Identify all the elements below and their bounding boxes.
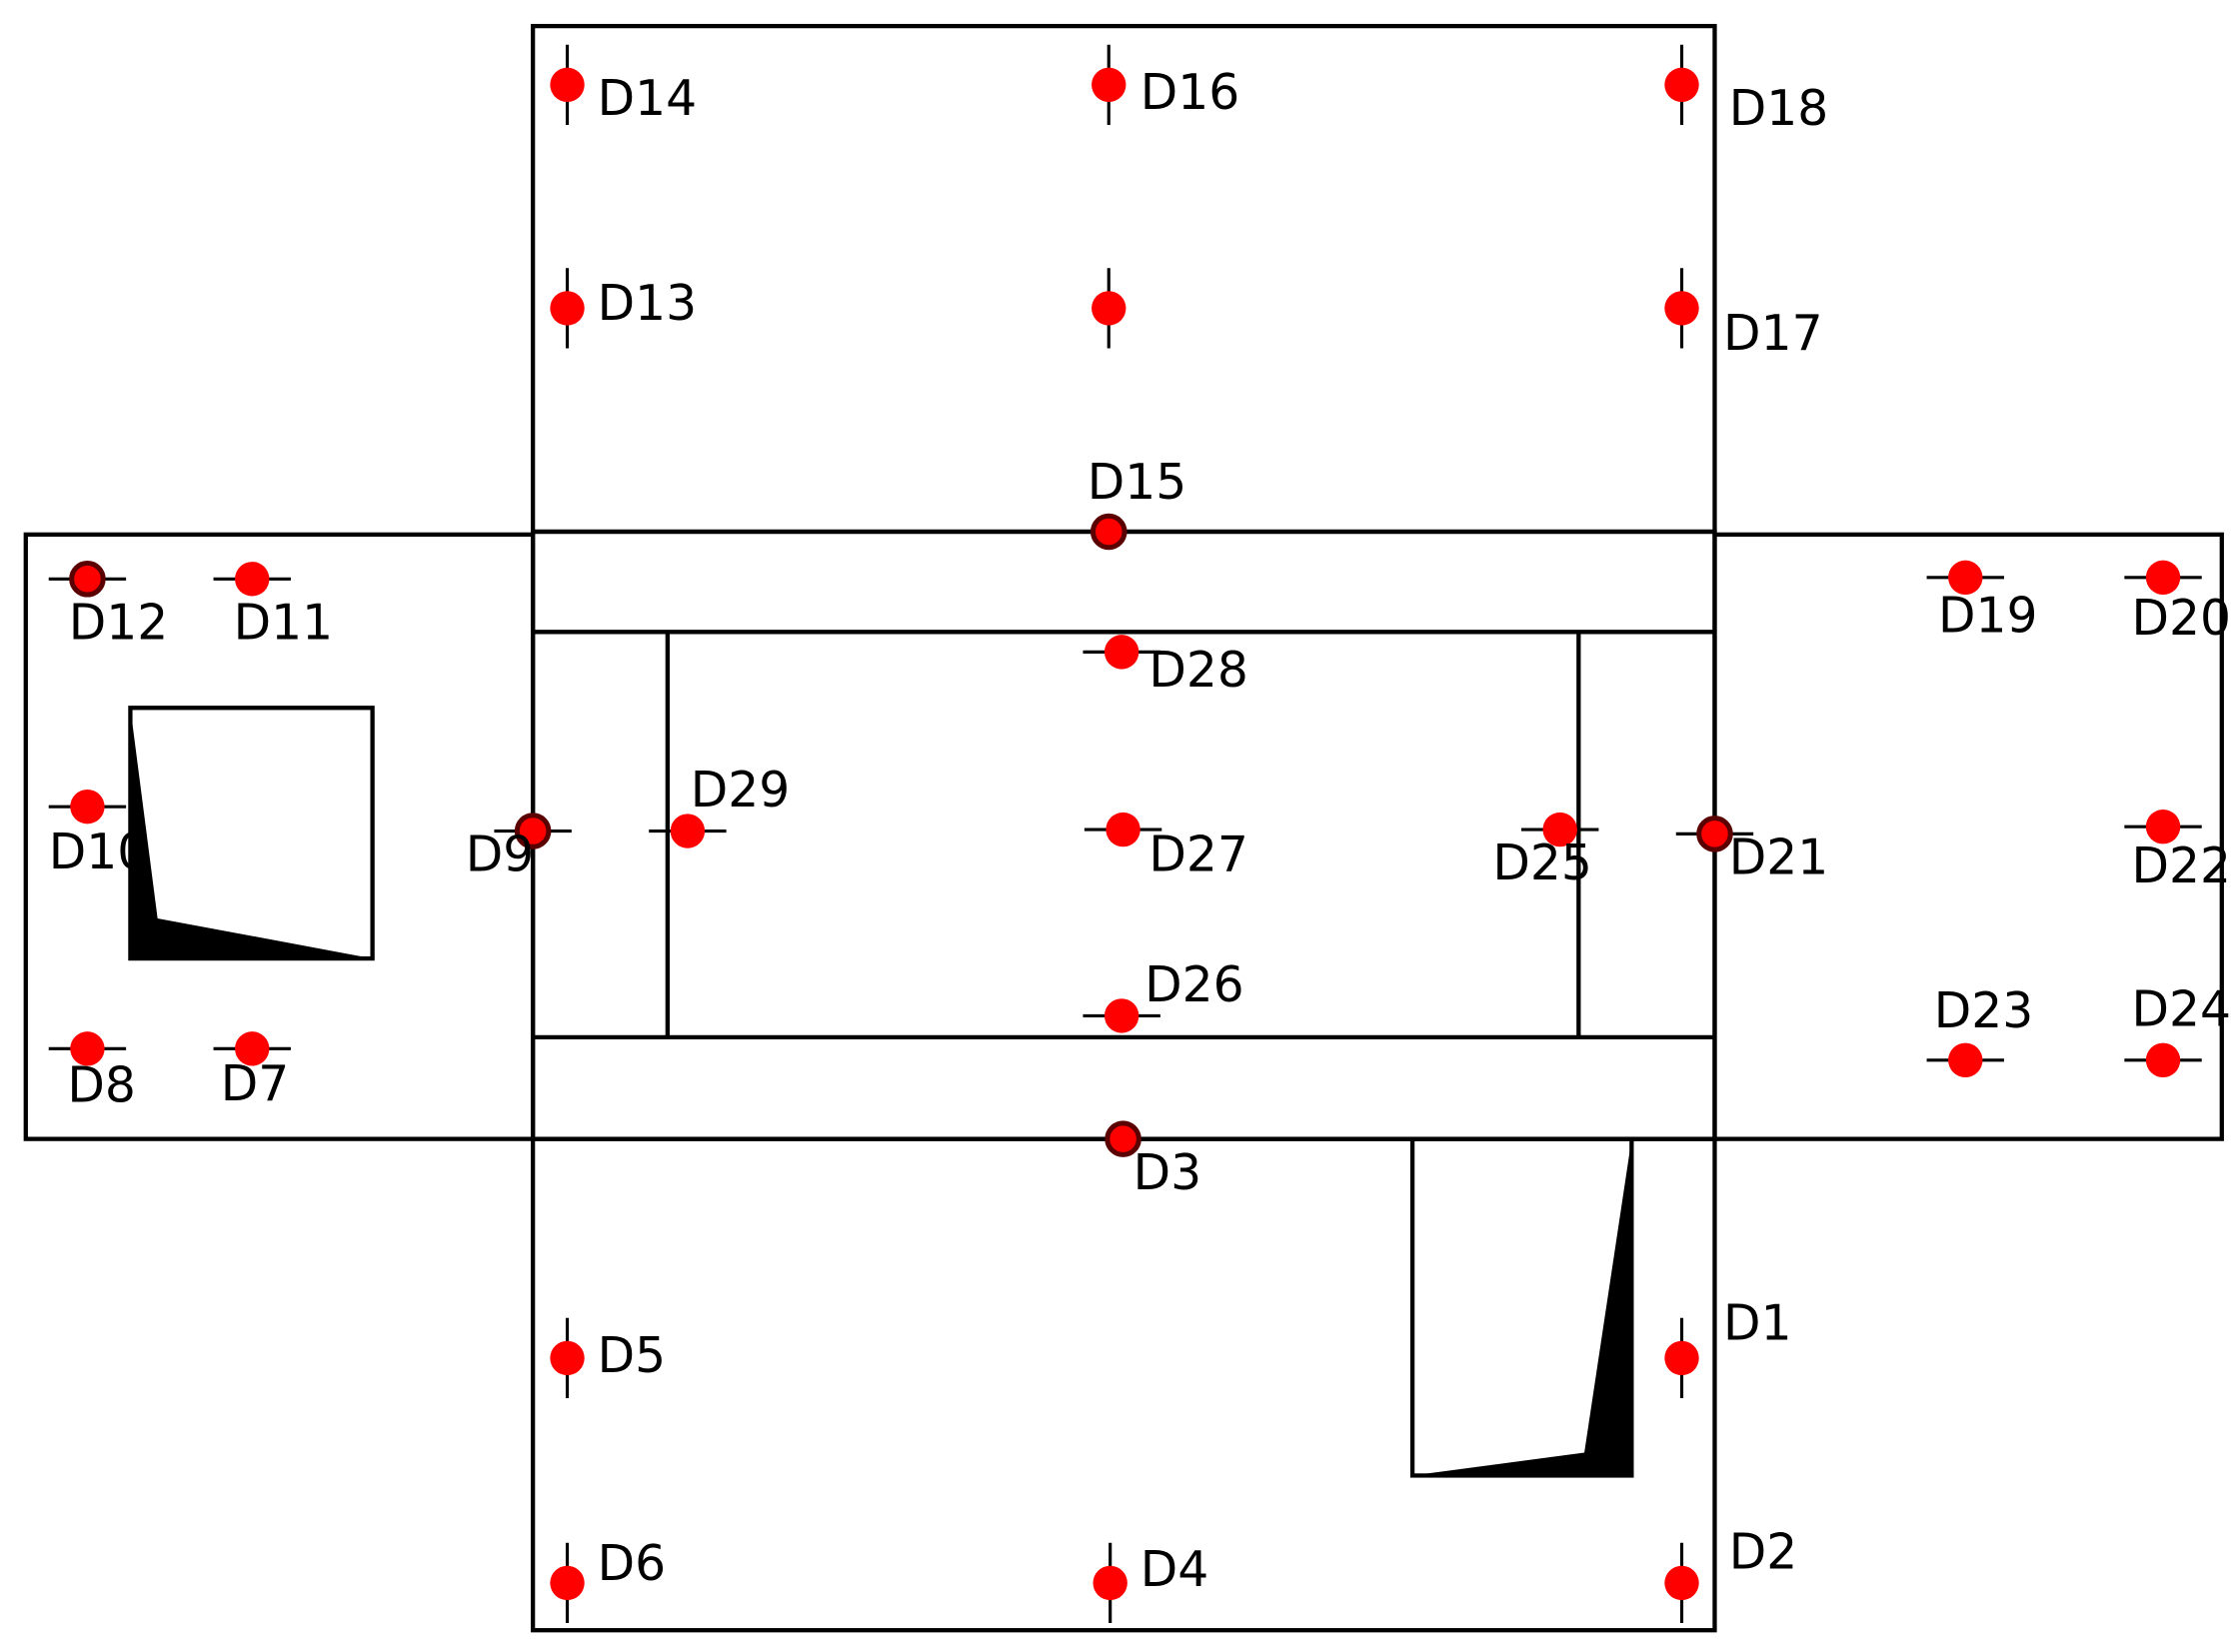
- sensor-label-d16: D16: [1140, 65, 1240, 121]
- bottom-door-leaf: [1412, 1138, 1632, 1476]
- sensor-d10: D10: [49, 789, 149, 880]
- sensor-label-d23: D23: [1934, 983, 2034, 1039]
- sensor-dot: [70, 789, 105, 825]
- sensor-d23: D23: [1926, 983, 2034, 1078]
- bottom-room: [530, 1136, 1717, 1633]
- sensor-label-d5: D5: [598, 1328, 667, 1384]
- sensor-dot: [1948, 560, 1983, 596]
- sensor-d3: D3: [1084, 1120, 1202, 1201]
- sensor-label-d2: D2: [1729, 1525, 1798, 1581]
- sensor-d27: D27: [1084, 812, 1248, 883]
- sensor-dot: [1948, 1042, 1983, 1078]
- sensor-dot: [670, 814, 706, 848]
- sensor-dot: [1092, 67, 1126, 103]
- sensor-dot: [550, 291, 585, 326]
- sensor-dot: [235, 562, 270, 597]
- sensor-d11: D11: [213, 562, 334, 651]
- sensor-d12: D12: [48, 561, 169, 651]
- sensor-d8: D8: [48, 1031, 136, 1113]
- sensor-d14: D14: [550, 44, 698, 127]
- sensor-label-d10: D10: [49, 825, 149, 880]
- sensor-label-d12: D12: [69, 595, 169, 651]
- sensor-label-d4: D4: [1140, 1542, 1209, 1598]
- sensor-d13: D13: [550, 268, 698, 349]
- sensor-d24: D24: [2124, 981, 2232, 1078]
- sensor-label-d22: D22: [2132, 838, 2232, 894]
- sensor-d4: D4: [1093, 1542, 1209, 1624]
- sensor-unlabeled: [1092, 268, 1126, 349]
- left-door-symbol: [128, 706, 375, 961]
- sensors-layer: D1D2D3D4D5D6D7D8D9D10D11D12D13D14D15D16D…: [48, 44, 2232, 1624]
- sensor-dot: [2145, 560, 2181, 596]
- sensor-label-d18: D18: [1729, 81, 1829, 137]
- sensor-d15: D15: [1070, 455, 1187, 551]
- sensor-dot: [1104, 998, 1139, 1033]
- sensor-label-d20: D20: [2132, 591, 2232, 647]
- sensor-label-d17: D17: [1723, 306, 1823, 362]
- sensor-label-d8: D8: [67, 1057, 136, 1113]
- sensor-label-d7: D7: [221, 1056, 290, 1112]
- sensor-dot: [1105, 1120, 1141, 1157]
- sensor-d22: D22: [2124, 810, 2231, 894]
- sensor-d17: D17: [1664, 268, 1823, 362]
- sensor-dot: [1664, 67, 1699, 103]
- sensor-dot: [550, 1565, 585, 1601]
- sensor-d21: D21: [1675, 816, 1829, 886]
- sensor-d16: D16: [1092, 44, 1240, 125]
- sensor-label-d11: D11: [234, 595, 334, 651]
- left-door-leaf: [130, 708, 373, 959]
- bottom-door-symbol: [1409, 1136, 1634, 1478]
- sensor-dot: [550, 67, 585, 103]
- sensor-dot: [1664, 1565, 1699, 1601]
- sensor-dot: [1104, 635, 1139, 670]
- sensor-d9: D9: [466, 813, 572, 883]
- sensor-label-d1: D1: [1723, 1295, 1792, 1351]
- sensor-label-d6: D6: [598, 1536, 667, 1592]
- sensor-d19: D19: [1926, 560, 2038, 644]
- sensor-dot: [1664, 291, 1699, 326]
- sensor-label-d3: D3: [1133, 1145, 1202, 1201]
- sensor-label-d28: D28: [1148, 643, 1248, 699]
- sensor-d7: D7: [213, 1031, 291, 1112]
- sensor-label-d27: D27: [1148, 827, 1248, 883]
- sensor-d18: D18: [1664, 44, 1829, 137]
- sensor-dot: [1092, 291, 1126, 326]
- sensor-label-d19: D19: [1938, 588, 2038, 644]
- sensor-d1: D1: [1664, 1295, 1792, 1399]
- sensor-label-d9: D9: [466, 827, 535, 883]
- sensor-dot: [514, 813, 552, 849]
- sensor-dot: [1093, 1565, 1127, 1601]
- sensor-dot: [69, 561, 106, 598]
- sensor-dot: [235, 1031, 270, 1066]
- sensor-dot: [70, 1031, 105, 1066]
- sensor-d29: D29: [649, 763, 790, 848]
- sensor-label-d24: D24: [2132, 981, 2232, 1037]
- sensor-dot: [2145, 810, 2181, 844]
- sensor-label-d29: D29: [691, 763, 791, 819]
- sensor-d25: D25: [1492, 812, 1599, 891]
- sensor-dot: [1664, 1340, 1699, 1376]
- sensor-dot: [1106, 812, 1140, 847]
- sensor-dot: [550, 1340, 585, 1376]
- sensor-d6: D6: [550, 1536, 667, 1624]
- sensor-dot: [1696, 816, 1733, 852]
- sensor-dot: [1090, 513, 1127, 551]
- sensor-d26: D26: [1083, 957, 1244, 1033]
- sensor-label-d14: D14: [598, 71, 698, 127]
- sensor-d5: D5: [550, 1317, 667, 1399]
- sensor-dot: [2145, 1042, 2181, 1078]
- sensor-d20: D20: [2124, 560, 2232, 647]
- sensor-label-d21: D21: [1729, 830, 1829, 886]
- sensor-d28: D28: [1083, 635, 1248, 699]
- sensor-label-d25: D25: [1492, 835, 1592, 891]
- sensor-label-d26: D26: [1144, 957, 1244, 1013]
- sensor-label-d13: D13: [598, 276, 698, 332]
- sensor-dot: [1542, 812, 1577, 847]
- sensor-label-d15: D15: [1088, 455, 1187, 511]
- sensor-d2: D2: [1664, 1525, 1798, 1624]
